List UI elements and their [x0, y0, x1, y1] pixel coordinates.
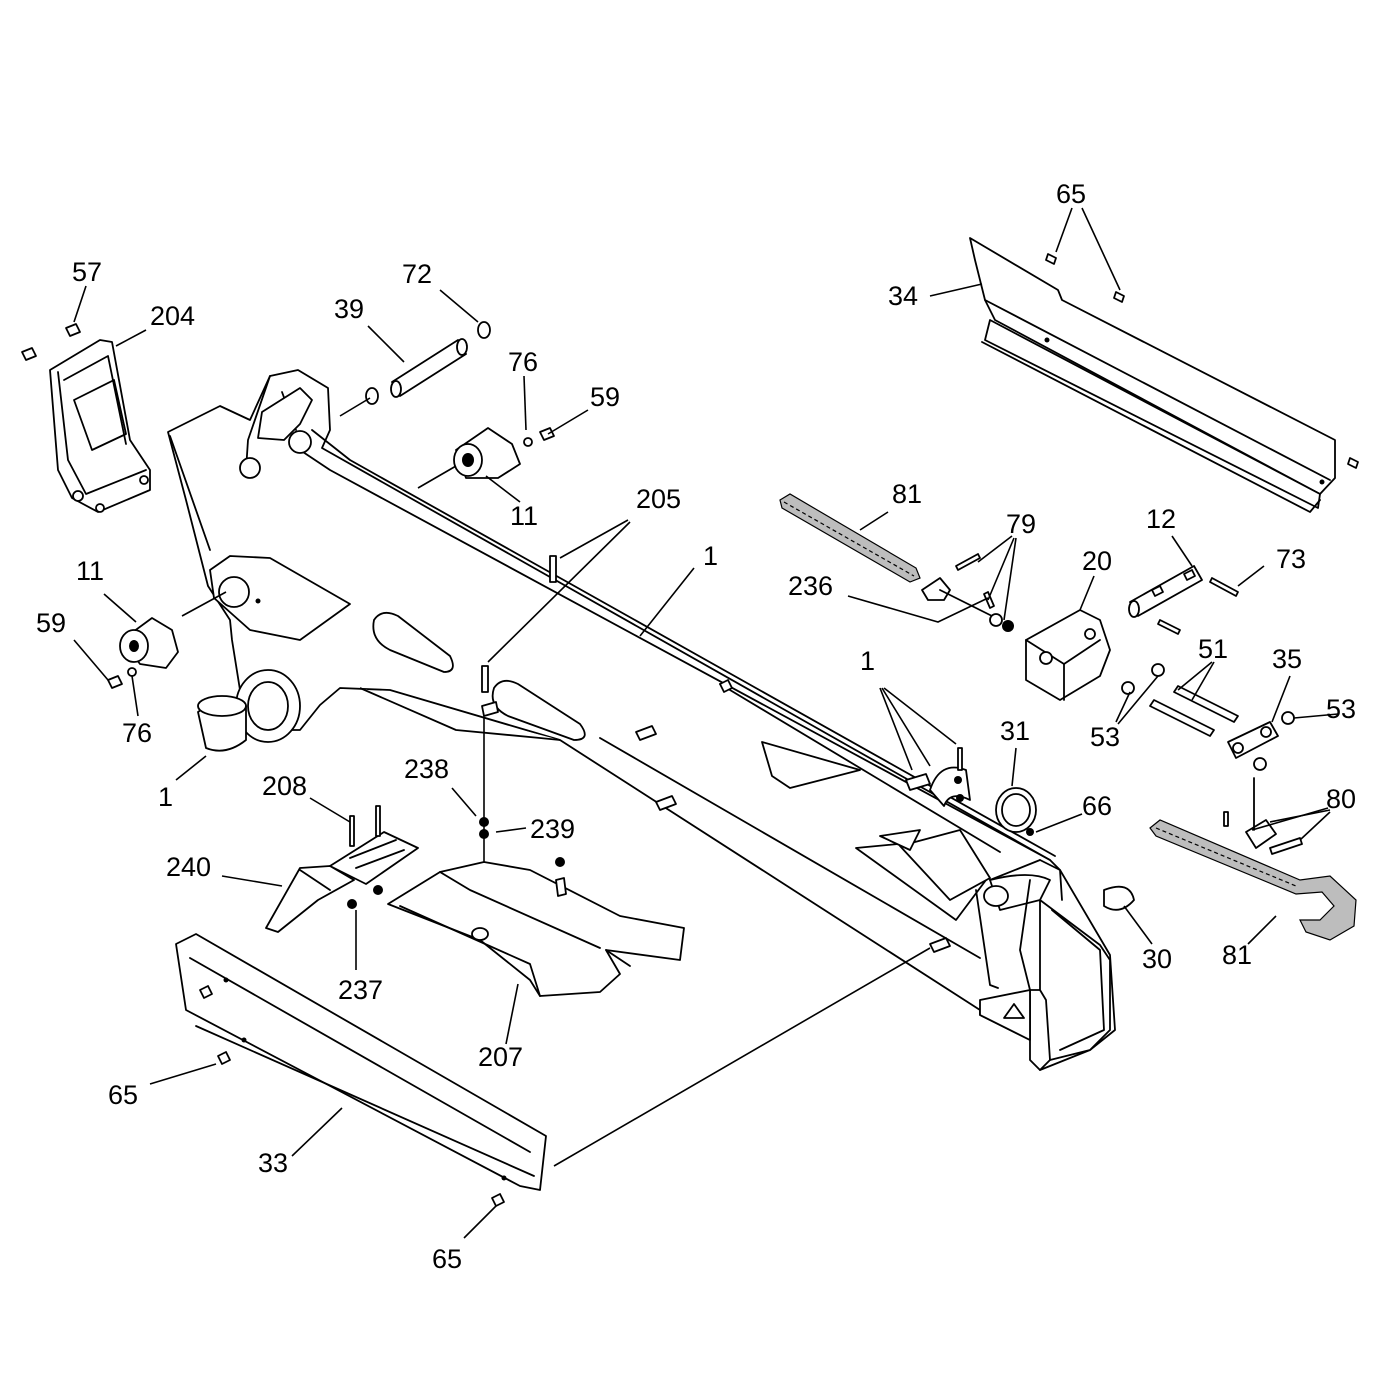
part-34-channel	[969, 237, 1336, 513]
callout-65-left: 65	[108, 1080, 138, 1110]
callout-59-top: 59	[590, 382, 620, 412]
callout-53-left: 53	[1090, 722, 1120, 752]
callout-76-top: 76	[508, 347, 538, 377]
part-81-chain-upper	[779, 493, 921, 583]
callout-30: 30	[1142, 944, 1172, 974]
callout-1-boom: 1	[703, 541, 718, 571]
part-208-plate	[329, 805, 419, 885]
callout-35: 35	[1272, 644, 1302, 674]
callout-72: 72	[402, 259, 432, 289]
callout-57: 57	[72, 257, 102, 287]
callout-65-top: 65	[1056, 179, 1086, 209]
part-207-guard	[387, 857, 685, 997]
leader-lines	[73, 207, 1339, 1239]
part-237-nut	[347, 885, 383, 909]
part-20-bracket	[1025, 609, 1111, 701]
callout-81-bottom: 81	[1222, 940, 1252, 970]
part-11-bushing-top	[453, 427, 521, 479]
callout-205: 205	[636, 484, 681, 514]
callout-79: 79	[1006, 509, 1036, 539]
part-30-cap	[1103, 885, 1135, 911]
callout-204: 204	[150, 301, 195, 331]
callout-207: 207	[478, 1042, 523, 1072]
callout-238: 238	[404, 754, 449, 784]
part-81-chain-lower	[1149, 819, 1357, 941]
callout-1-clamp: 1	[860, 646, 875, 676]
callout-51: 51	[1198, 634, 1228, 664]
callout-59-left: 59	[36, 608, 66, 638]
part-76-59-left	[107, 667, 137, 689]
part-51-bolts	[1149, 685, 1239, 737]
callout-240: 240	[166, 852, 211, 882]
callout-237: 237	[338, 975, 383, 1005]
callout-73: 73	[1276, 544, 1306, 574]
part-1-boom	[167, 369, 1116, 1071]
part-66-bolt	[1026, 828, 1034, 836]
callout-236: 236	[788, 571, 833, 601]
callout-labels: 65 34 57 204 72 39 76 59 11 205 81 79 12…	[36, 179, 1356, 1274]
callout-20: 20	[1082, 546, 1112, 576]
callout-33: 33	[258, 1148, 288, 1178]
callout-65-bottom: 65	[432, 1244, 462, 1274]
callout-76-left: 76	[122, 718, 152, 748]
callout-1-sleeve: 1	[158, 782, 173, 812]
part-1-sleeve	[197, 695, 247, 752]
bolt-65-bottom	[199, 985, 505, 1207]
part-204-guard	[49, 339, 151, 513]
callout-12: 12	[1146, 504, 1176, 534]
part-53-nuts	[1121, 663, 1295, 771]
part-31-ring	[995, 787, 1037, 833]
callout-239: 239	[530, 814, 575, 844]
callout-53-right: 53	[1326, 694, 1356, 724]
bolt-57	[21, 323, 81, 361]
part-39-pin	[390, 338, 468, 398]
part-76-59-top	[523, 427, 555, 447]
part-73-pin	[1157, 577, 1239, 635]
callout-31: 31	[1000, 716, 1030, 746]
callout-34: 34	[888, 281, 918, 311]
part-79-236-hardware	[921, 553, 1014, 632]
callout-208: 208	[262, 771, 307, 801]
part-11-bushing-left	[119, 617, 179, 669]
part-12-pin	[1128, 565, 1203, 618]
callout-11-left: 11	[76, 556, 104, 586]
part-35-link	[1227, 721, 1279, 759]
part-72-ring	[365, 321, 491, 405]
part-205-bolts	[481, 555, 557, 717]
callout-39: 39	[334, 294, 364, 324]
callout-80: 80	[1326, 784, 1356, 814]
part-80-hardware	[1223, 777, 1303, 855]
part-33-channel	[175, 933, 547, 1191]
callout-81-top: 81	[892, 479, 922, 509]
callout-66: 66	[1082, 791, 1112, 821]
part-1-clamp	[905, 747, 971, 807]
callout-11-top: 11	[510, 501, 538, 531]
part-240-bracket	[265, 865, 355, 933]
bolt-65-top	[1045, 253, 1359, 469]
